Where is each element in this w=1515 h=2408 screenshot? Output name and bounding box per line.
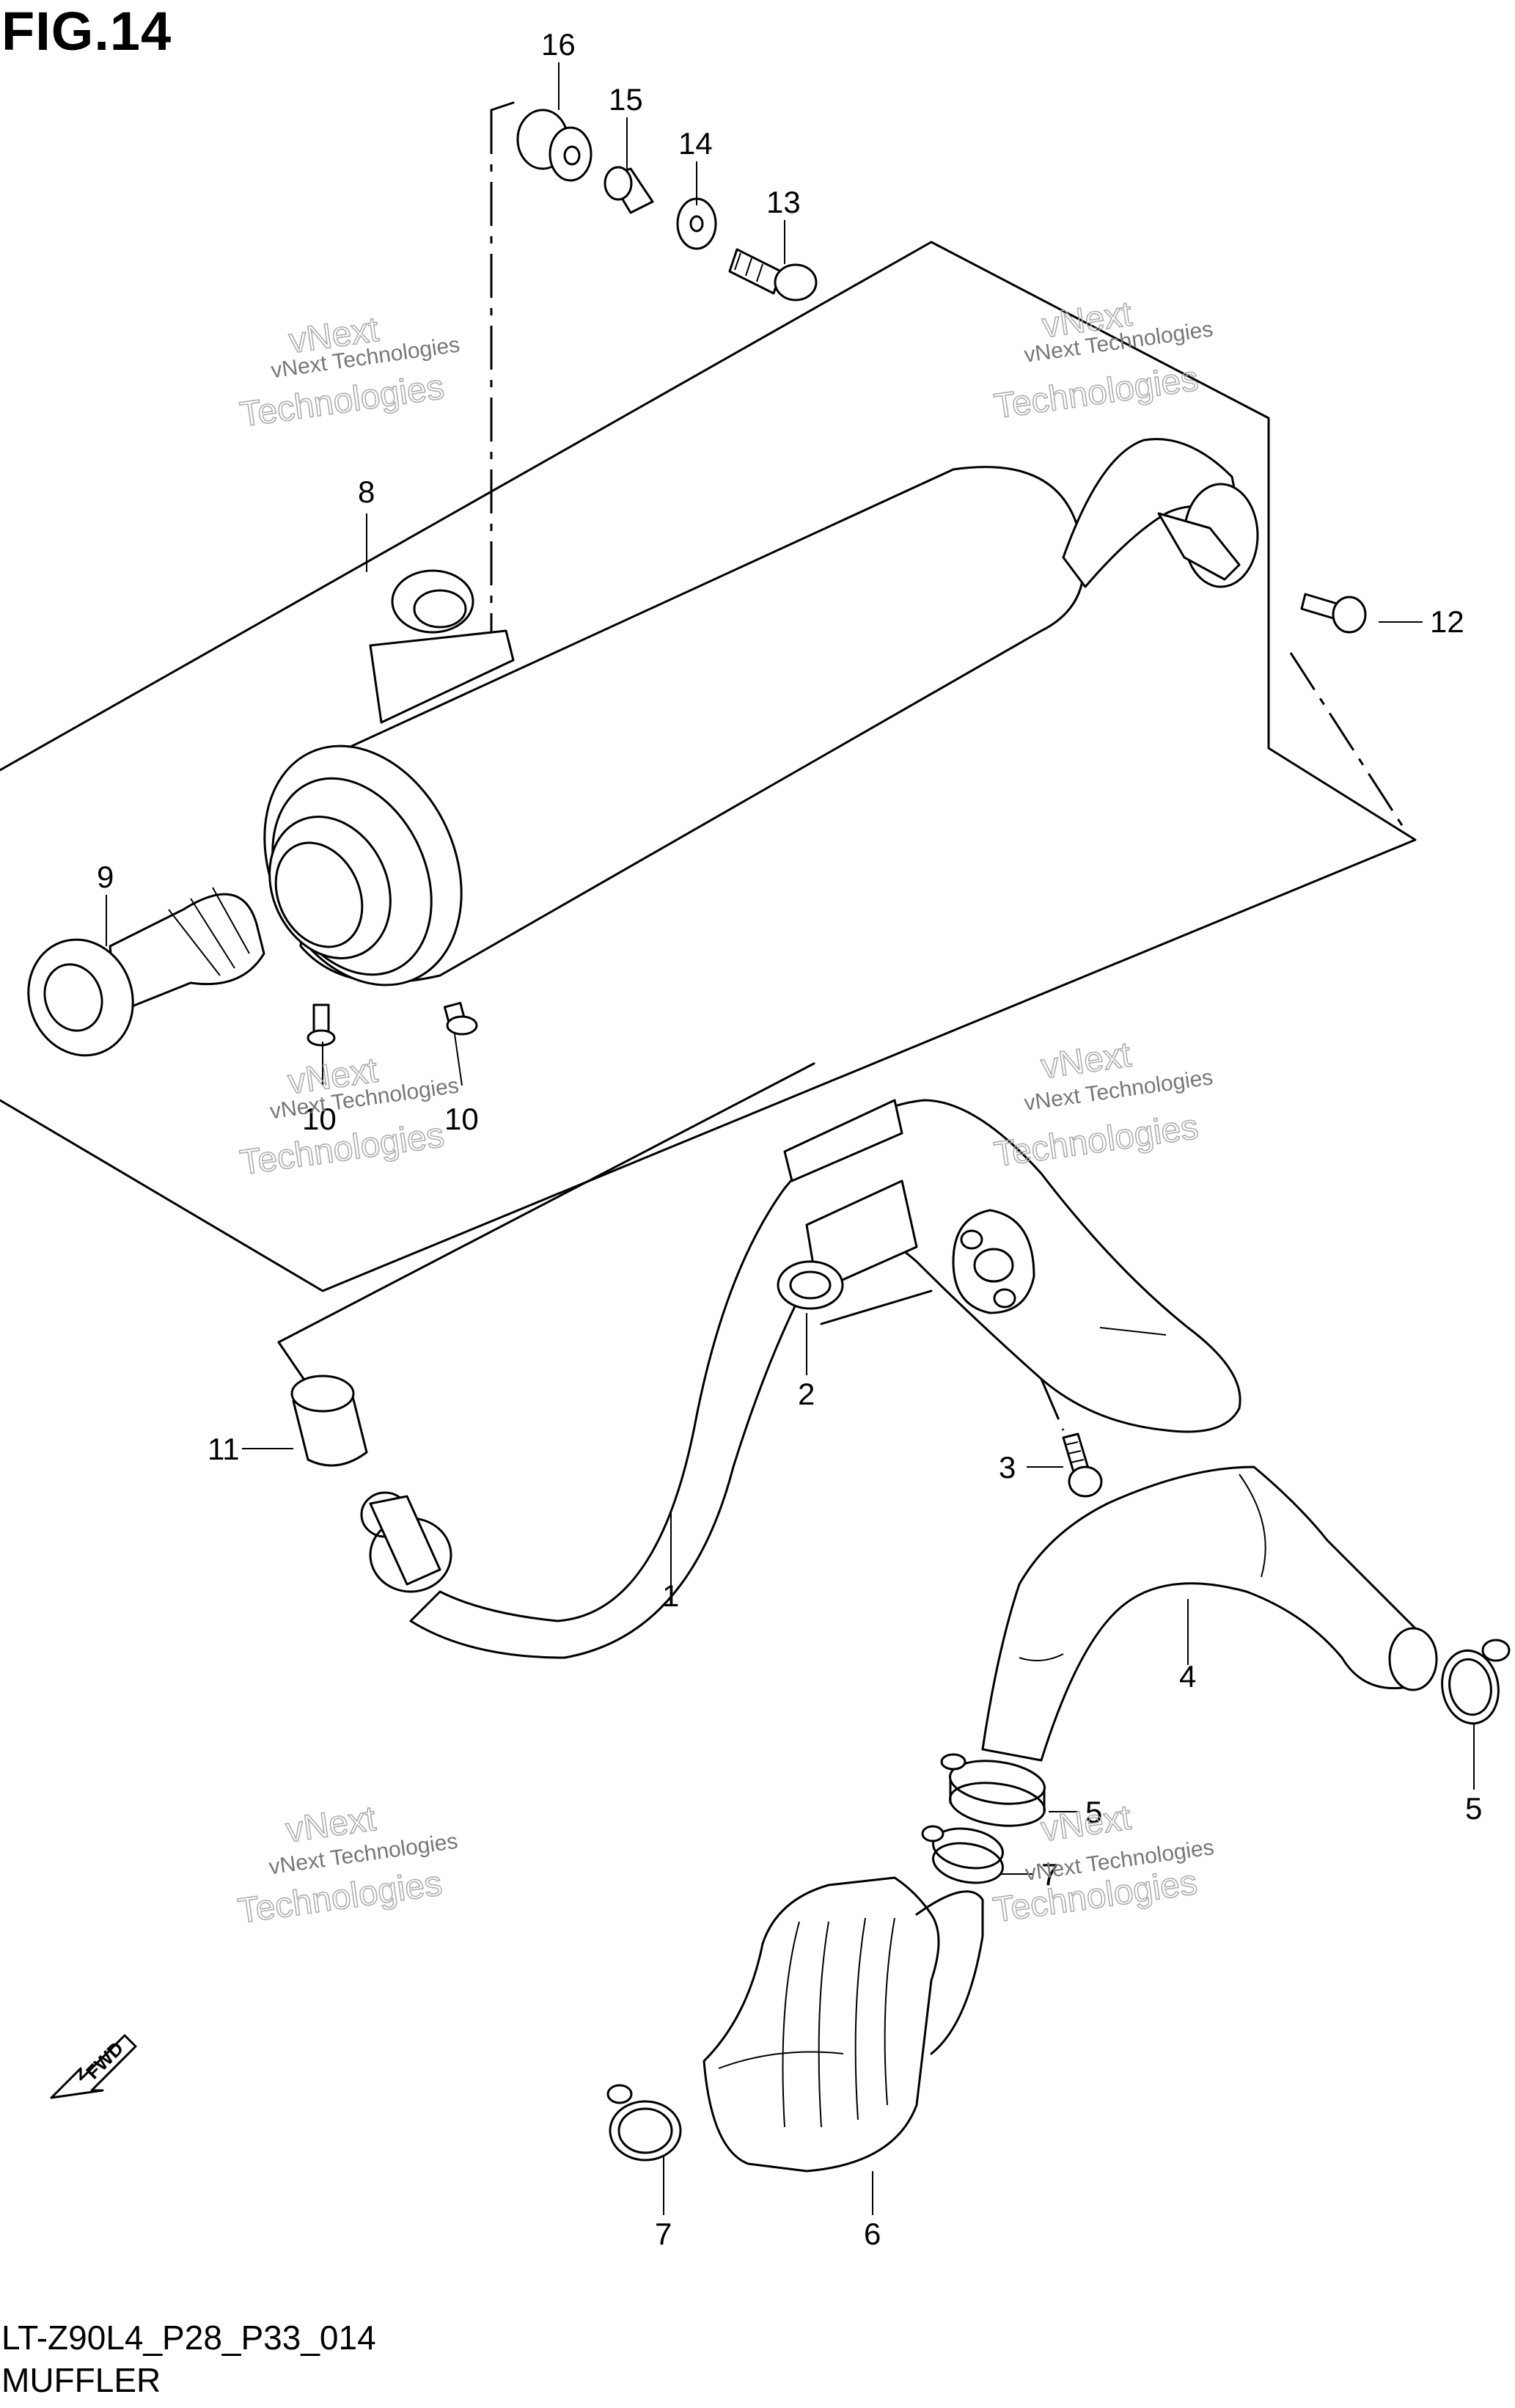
screw-10-left bbox=[307, 1003, 336, 1047]
svg-text:Technologies: Technologies bbox=[235, 1864, 444, 1931]
watermark-top-right: vNext vNext Technologies Technologies bbox=[991, 294, 1214, 427]
svg-text:vNext: vNext bbox=[1038, 1798, 1133, 1850]
gasket-2 bbox=[777, 1260, 933, 1325]
watermark-top-left: vNext vNext Technologies Technologies bbox=[237, 310, 461, 435]
connecting-pipe-4 bbox=[981, 1465, 1438, 1762]
bolt-12 bbox=[1300, 593, 1367, 634]
callout-16: 16 bbox=[541, 27, 576, 62]
clamp-5-right bbox=[1441, 1639, 1511, 1725]
callout-8: 8 bbox=[358, 475, 375, 509]
clamp-5-left bbox=[940, 1753, 1046, 1827]
diagram-name: MUFFLER bbox=[1, 2361, 161, 2399]
muffler-body bbox=[263, 438, 1259, 987]
watermark-mid-left: vNext vNext Technologies Technologies bbox=[237, 1050, 460, 1183]
callout-10-left: 10 bbox=[302, 1102, 337, 1136]
callout-7-lower: 7 bbox=[655, 2217, 672, 2251]
diagram-code: LT-Z90L4_P28_P33_014 bbox=[1, 2319, 376, 2357]
callout-10-right: 10 bbox=[444, 1102, 479, 1136]
svg-text:Technologies: Technologies bbox=[992, 1108, 1201, 1174]
callout-13: 13 bbox=[766, 185, 801, 219]
spark-arrester bbox=[27, 887, 265, 1057]
bolt-3 bbox=[1040, 1378, 1103, 1498]
collar-15 bbox=[604, 166, 654, 214]
leader-lines bbox=[106, 62, 1475, 2215]
callout-4: 4 bbox=[1179, 1659, 1196, 1694]
bolt-13 bbox=[728, 248, 818, 301]
watermark-bottom-right: vNext vNext Technologies Technologies bbox=[990, 1798, 1215, 1931]
muffler-assembly-outline bbox=[0, 101, 1417, 1292]
callout-5-left: 5 bbox=[1085, 1795, 1102, 1829]
clamp-7-upper bbox=[921, 1825, 1004, 1884]
clamp-7-lower bbox=[606, 2084, 682, 2162]
svg-text:Technologies: Technologies bbox=[238, 367, 447, 434]
screw-10-right bbox=[443, 1001, 478, 1036]
callout-6: 6 bbox=[864, 2217, 881, 2251]
watermark-bottom-left: vNext vNext Technologies Technologies bbox=[235, 1798, 460, 1931]
callout-numbers: 16 15 14 13 12 8 9 10 10 11 2 3 1 4 5 5 … bbox=[97, 27, 1482, 2251]
exhaust-pipe bbox=[360, 1099, 1241, 1659]
figure-title: FIG.14 bbox=[1, 1, 172, 62]
svg-text:Technologies: Technologies bbox=[992, 359, 1201, 426]
callout-1: 1 bbox=[662, 1578, 679, 1613]
callout-7-upper: 7 bbox=[1041, 1857, 1058, 1892]
svg-text:Technologies: Technologies bbox=[238, 1116, 447, 1182]
fwd-arrow-icon: FWD bbox=[50, 2034, 137, 2099]
callout-5-right: 5 bbox=[1465, 1791, 1482, 1826]
callout-2: 2 bbox=[798, 1377, 815, 1411]
grommet-16 bbox=[516, 109, 593, 182]
callout-3: 3 bbox=[999, 1450, 1016, 1485]
watermark-mid-right: vNext vNext Technologies Technologies bbox=[991, 1035, 1214, 1175]
connector-11 bbox=[290, 1375, 368, 1467]
callout-14: 14 bbox=[678, 126, 713, 161]
heat-shield-6 bbox=[703, 1876, 984, 2173]
callout-12: 12 bbox=[1430, 604, 1464, 639]
washer-14 bbox=[676, 197, 717, 250]
callout-15: 15 bbox=[609, 82, 643, 117]
callout-9: 9 bbox=[97, 860, 114, 894]
callout-11: 11 bbox=[208, 1432, 240, 1466]
